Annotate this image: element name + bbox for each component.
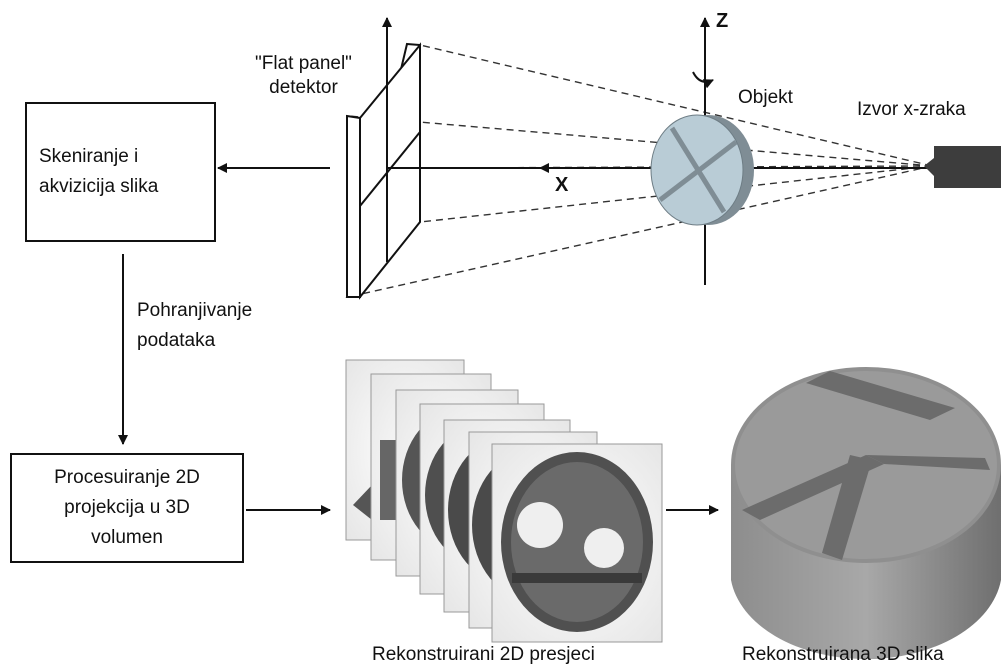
z-axis-label: Z <box>716 10 729 32</box>
slice-front <box>491 443 663 643</box>
storage-label: Pohranjivanje podataka <box>137 300 253 351</box>
slices-caption: Rekonstruirani 2D presjeci <box>372 644 595 665</box>
x-axis-label: X <box>555 174 569 196</box>
object-label: Objekt <box>738 87 793 108</box>
scan-acquisition-label: Skeniranje i akvizicija slika <box>39 146 159 197</box>
processing-box: Procesuiranje 2D projekcija u 3D volumen <box>10 453 244 563</box>
object-cylinder <box>650 114 754 226</box>
reconstructed-volume <box>731 367 1001 660</box>
xray-beam-lines <box>347 44 933 298</box>
detector-label: "Flat panel" detektor <box>255 53 352 98</box>
xray-source-label: Izvor x-zraka <box>857 99 966 120</box>
flat-panel-detector <box>345 42 422 300</box>
processing-label: Procesuiranje 2D projekcija u 3D volumen <box>54 467 200 548</box>
xray-source <box>924 146 1001 188</box>
scan-acquisition-box: Skeniranje i akvizicija slika <box>25 102 216 242</box>
slice-stack <box>345 359 663 643</box>
rotation-arrow-icon <box>692 71 714 89</box>
volume-caption: Rekonstruirana 3D slika <box>742 644 944 665</box>
